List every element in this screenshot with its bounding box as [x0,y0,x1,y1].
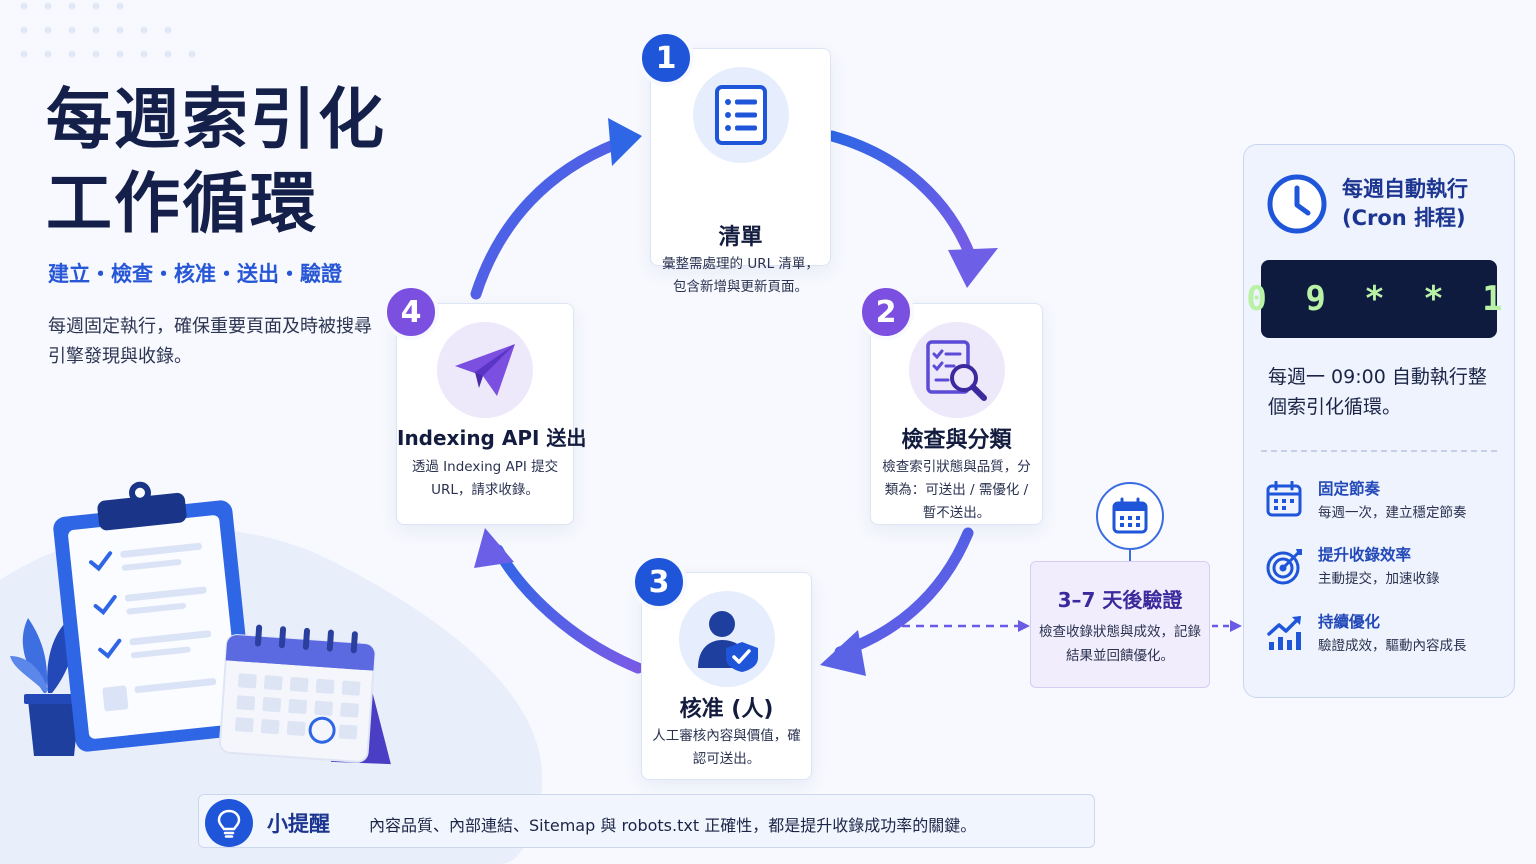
verify-title: 3–7 天後驗證 [1057,588,1183,612]
target-icon [1266,549,1302,585]
cron-expression-box: 0 9 * * 1 [1246,260,1503,338]
step-number-badge: 1 [638,30,694,86]
benefit-description: 驗證成效，驅動內容成長 [1318,638,1467,654]
arrow-step-3-to-4 [492,544,644,674]
page-title-line-1: 每週索引化 [46,81,386,158]
user-shield-icon [678,591,775,687]
panel-divider [1261,450,1497,452]
benefit-title: 持續優化 [1318,613,1381,631]
benefit-description: 每週一次，建立穩定節奏 [1318,505,1467,521]
plant-icon [10,613,84,756]
step-number-badge: 2 [858,284,914,340]
step-description: 透過 Indexing API 提交 URL，請求收錄。 [411,459,559,498]
clipboard-calendar-illustration [10,481,391,765]
arrow-head-2-to-3 [820,630,866,676]
checklist-icon [692,67,789,163]
clock-icon [1267,174,1327,234]
page-subtitle: 建立・檢查・核准・送出・驗證 [48,262,342,286]
verify-connectors [902,550,1242,632]
benefit-item: 固定節奏 每週一次，建立穩定節奏 [1266,477,1506,527]
page-description: 每週固定執行，確保重要頁面及時被搜尋引擎發現與收錄。 [48,316,372,367]
step-card-list: 清單 彙整需處理的 URL 清單，包含新增與更新頁面。 [650,48,831,295]
tip-text: 內容品質、內部連結、Sitemap 與 robots.txt 正確性，都是提升收… [369,816,977,835]
schedule-description: 每週一 09:00 自動執行整個索引化循環。 [1268,366,1487,418]
cycle-arrows [470,118,998,676]
arrow-head-4-to-1 [608,118,642,166]
page-title-line-2: 工作循環 [46,165,318,242]
step-description: 彙整需處理的 URL 清單，包含新增與更新頁面。 [662,256,819,295]
tip-bar: 小提醒 內容品質、內部連結、Sitemap 與 robots.txt 正確性，都… [198,794,1095,848]
step-number-badge: 4 [383,284,439,340]
step-title: 檢查與分類 [901,428,1012,453]
verify-description: 檢查收錄狀態與成效，記錄結果並回饋優化。 [1039,624,1201,664]
calendar-icon [1266,481,1302,517]
arrow-head-1-to-2 [948,248,998,288]
step-card-indexing-api: Indexing API 送出 透過 Indexing API 提交 URL，請… [396,303,587,525]
step-description: 人工審核內容與價值，確認可送出。 [652,728,801,767]
calendar-icon [1096,482,1164,550]
search-document-icon [908,322,1005,418]
growth-chart-icon [1267,616,1301,650]
calendar-illustration-icon [218,624,391,765]
lightbulb-icon [205,799,253,847]
cron-expression: 0 9 * * 1 [1246,279,1512,319]
step-title: Indexing API 送出 [397,426,587,450]
benefit-title: 提升收錄效率 [1318,546,1412,564]
arrow-step-4-to-1 [470,138,622,300]
step-title: 核准 (人) [679,697,774,722]
tip-label: 小提醒 [267,812,330,836]
benefit-description: 主動提交，加速收錄 [1318,571,1440,587]
step-description: 檢查索引狀態與品質，分類為：可送出 / 需優化 / 暫不送出。 [882,459,1031,521]
arrow-head-3-to-4 [474,528,514,568]
arrow-step-1-to-2 [826,130,978,266]
benefit-item: 提升收錄效率 主動提交，加速收錄 [1266,543,1506,593]
paper-plane-icon [437,322,533,418]
benefit-item: 持續優化 驗證成效，驅動內容成長 [1266,610,1506,660]
step-number-badge: 3 [631,554,687,610]
page-title: 每週索引化 工作循環 [46,78,446,246]
schedule-title: 每週自動執行 (Cron 排程) [1342,177,1468,230]
verify-card: 3–7 天後驗證 檢查收錄狀態與成效，記錄結果並回饋優化。 [1030,561,1210,688]
schedule-panel: 每週自動執行 (Cron 排程) 0 9 * * 1 每週一 09:00 自動執… [1243,144,1515,698]
step-card-check-classify: 檢查與分類 檢查索引狀態與品質，分類為：可送出 / 需優化 / 暫不送出。 [870,303,1043,525]
background-dots [20,2,196,58]
benefit-title: 固定節奏 [1318,480,1381,498]
clipboard-icon [53,481,255,752]
step-title: 清單 [718,225,763,250]
